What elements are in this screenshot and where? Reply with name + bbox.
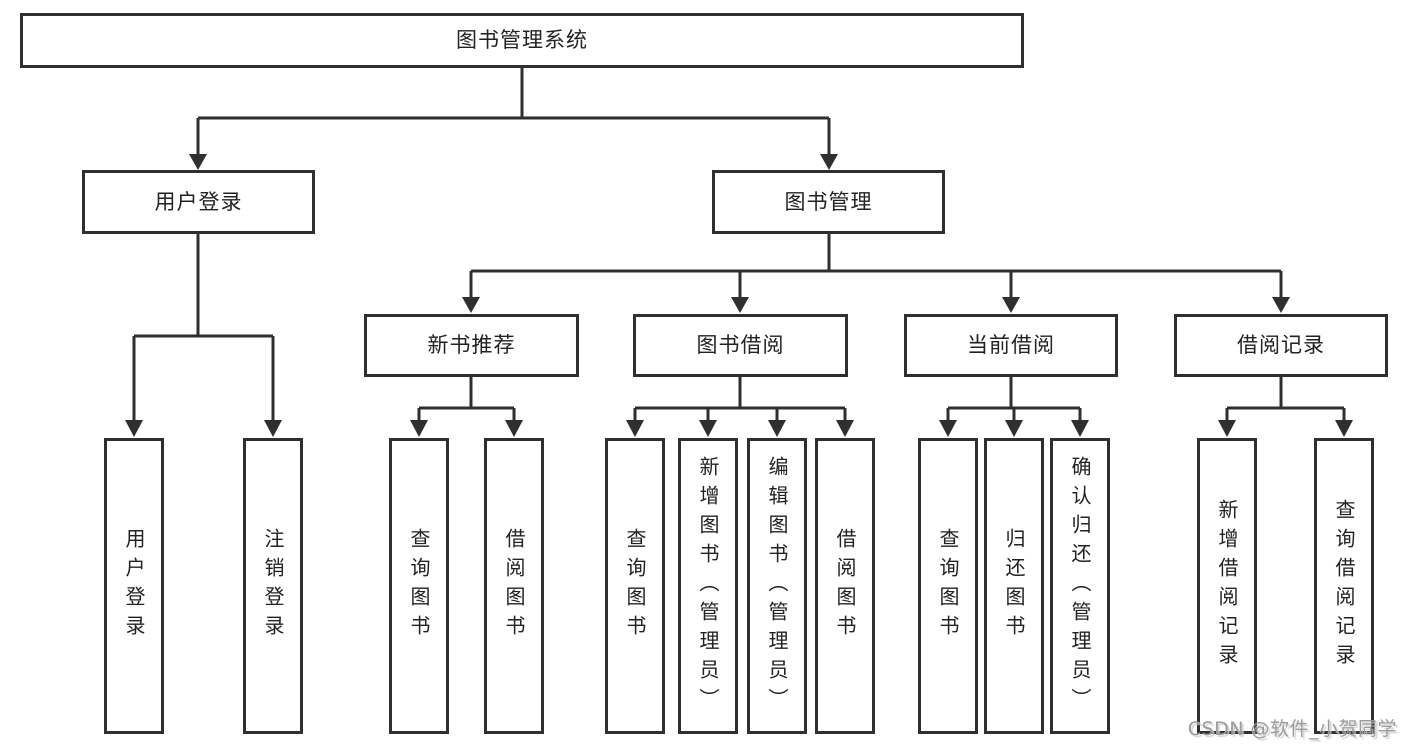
connector-currentborrow-to-leaves: [939, 377, 1089, 437]
leaf-label: 借阅图书: [833, 528, 857, 644]
csdn-watermark: CSDN @软件_小贺同学: [1187, 718, 1397, 740]
leaf-query-books-borrow: 查询图书: [605, 438, 665, 734]
leaf-user-login: 用户登录: [104, 438, 164, 734]
leaf-label: 编辑图书（管理员）: [765, 455, 789, 717]
leaf-borrow-books-newbooks: 借阅图书: [484, 438, 544, 734]
node-book-borrow: 图书借阅: [633, 314, 848, 377]
leaf-edit-books-admin: 编辑图书（管理员）: [747, 438, 807, 734]
node-label: 图书借阅: [696, 333, 785, 357]
node-label: 借阅记录: [1237, 333, 1325, 357]
leaf-label: 新增借阅记录: [1215, 499, 1239, 673]
leaf-borrow-books: 借阅图书: [815, 438, 875, 734]
leaf-add-books-admin: 新增图书（管理员）: [678, 438, 738, 734]
leaf-label: 注销登录: [261, 528, 285, 644]
leaf-add-borrow-record: 新增借阅记录: [1197, 438, 1257, 734]
node-label: 用户登录: [154, 189, 243, 214]
leaf-confirm-return-admin: 确认归还（管理员）: [1050, 438, 1110, 734]
leaf-label: 新增图书（管理员）: [696, 455, 720, 717]
leaf-logout: 注销登录: [243, 438, 303, 734]
leaf-label: 查询图书: [623, 528, 647, 644]
leaf-label: 借阅图书: [502, 528, 526, 644]
connector-newbooks-to-leaves: [410, 377, 523, 437]
leaf-query-books-newbooks: 查询图书: [389, 438, 449, 734]
node-current-borrow: 当前借阅: [904, 314, 1118, 377]
leaf-label: 查询图书: [407, 528, 431, 644]
node-label: 新书推荐: [427, 333, 516, 357]
leaf-label: 查询借阅记录: [1332, 499, 1356, 673]
leaf-return-books: 归还图书: [984, 438, 1044, 734]
node-book-management: 图书管理: [712, 170, 945, 234]
node-label: 当前借阅: [967, 333, 1055, 357]
node-user-login: 用户登录: [82, 170, 315, 234]
node-library-management-system: 图书管理系统: [20, 13, 1024, 68]
connector-bookmgmt-to-level3: [462, 234, 1290, 313]
connector-userlogin-to-leaves: [125, 234, 282, 437]
node-label: 图书管理: [784, 189, 873, 214]
node-new-book-recommend: 新书推荐: [364, 314, 579, 377]
leaf-label: 用户登录: [122, 528, 146, 644]
connector-bookborrow-to-leaves: [626, 377, 854, 437]
node-label: 图书管理系统: [456, 28, 588, 52]
node-borrow-records: 借阅记录: [1174, 314, 1388, 377]
connector-borrowrecords-to-leaves: [1218, 377, 1353, 437]
leaf-query-books-current: 查询图书: [918, 438, 978, 734]
leaf-query-borrow-record: 查询借阅记录: [1314, 438, 1374, 734]
leaf-label: 归还图书: [1002, 528, 1026, 644]
leaf-label: 查询图书: [936, 528, 960, 644]
leaf-label: 确认归还（管理员）: [1068, 455, 1092, 717]
connector-root-to-level2: [189, 68, 838, 170]
